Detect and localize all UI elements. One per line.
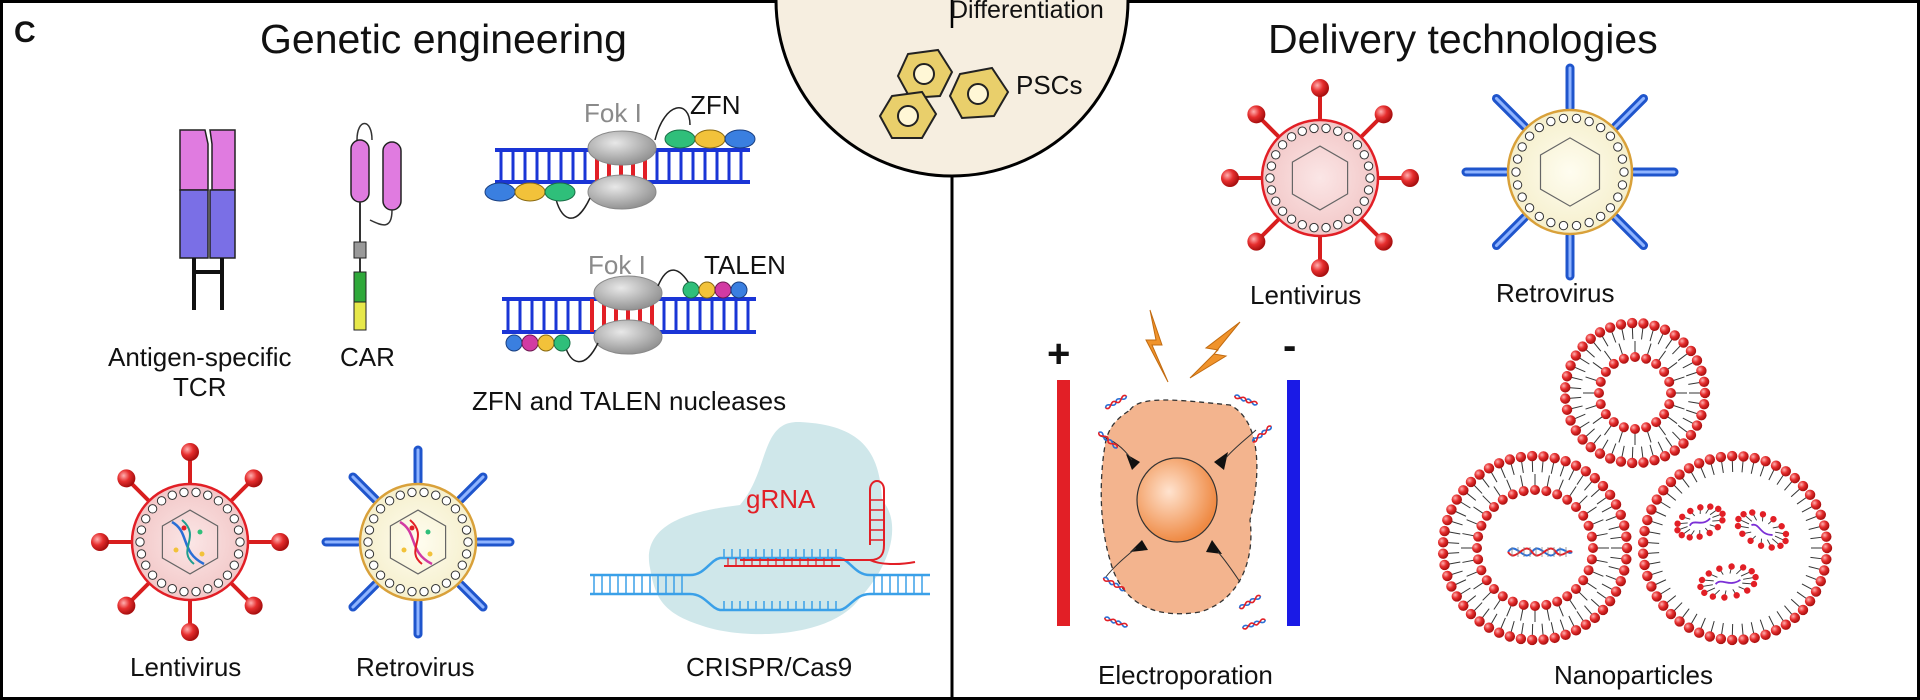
minus-sign: - [1283,324,1297,368]
psc-circle [774,0,1130,178]
crispr-diagram [590,421,930,635]
retrovirus-right-caption: Retrovirus [1496,278,1615,308]
fok-label-talen: Fok I [588,250,646,280]
crispr-dna [590,549,930,612]
nanoparticles-caption: Nanoparticles [1554,660,1713,690]
tcr-caption: Antigen-specific TCR [108,342,292,402]
negative-electrode [1287,380,1300,626]
psc-cells [878,48,1010,139]
lentivirus-right [1221,79,1419,277]
retrovirus-left-caption: Retrovirus [356,652,475,682]
pscs-label: PSCs [1016,70,1083,100]
car-caption: CAR [340,342,395,372]
differentiation-label: Differentiation [950,0,1104,24]
talen-diagram [502,269,756,363]
nucleus [1136,457,1218,543]
crispr-caption: CRISPR/Cas9 [686,652,853,682]
delivery-technologies-title: Delivery technologies [1268,16,1658,62]
talen-label: TALEN [704,250,786,280]
plus-sign: + [1047,332,1071,376]
nanoparticle-top [1560,317,1711,469]
dna-fragments [1098,394,1272,630]
fok-label-zfn: Fok I [584,98,642,128]
lightning-bolt-1 [1145,309,1169,383]
nanoparticle-right [1637,450,1833,646]
nanoparticle-left [1437,450,1633,646]
grna-label: gRNA [746,484,816,514]
positive-electrode [1057,380,1070,626]
electroporation-diagram [1057,309,1300,630]
genetic-engineering-title: Genetic engineering [260,16,627,62]
car-diagram [350,122,402,331]
lentivirus-left-caption: Lentivirus [130,652,242,682]
zfn-diagram [484,107,756,219]
retrovirus-right [1461,63,1679,281]
tcr-diagram [179,129,236,310]
grna-hairpin [740,480,916,566]
lentivirus-right-caption: Lentivirus [1250,280,1362,310]
lentivirus-left [91,443,289,641]
panel-letter: C [14,16,36,49]
retrovirus-left [321,445,515,639]
electroporation-caption: Electroporation [1098,660,1273,690]
lightning-bolt-2 [1189,321,1241,379]
zfn-label: ZFN [690,90,741,120]
nucleases-caption: ZFN and TALEN nucleases [472,386,787,416]
